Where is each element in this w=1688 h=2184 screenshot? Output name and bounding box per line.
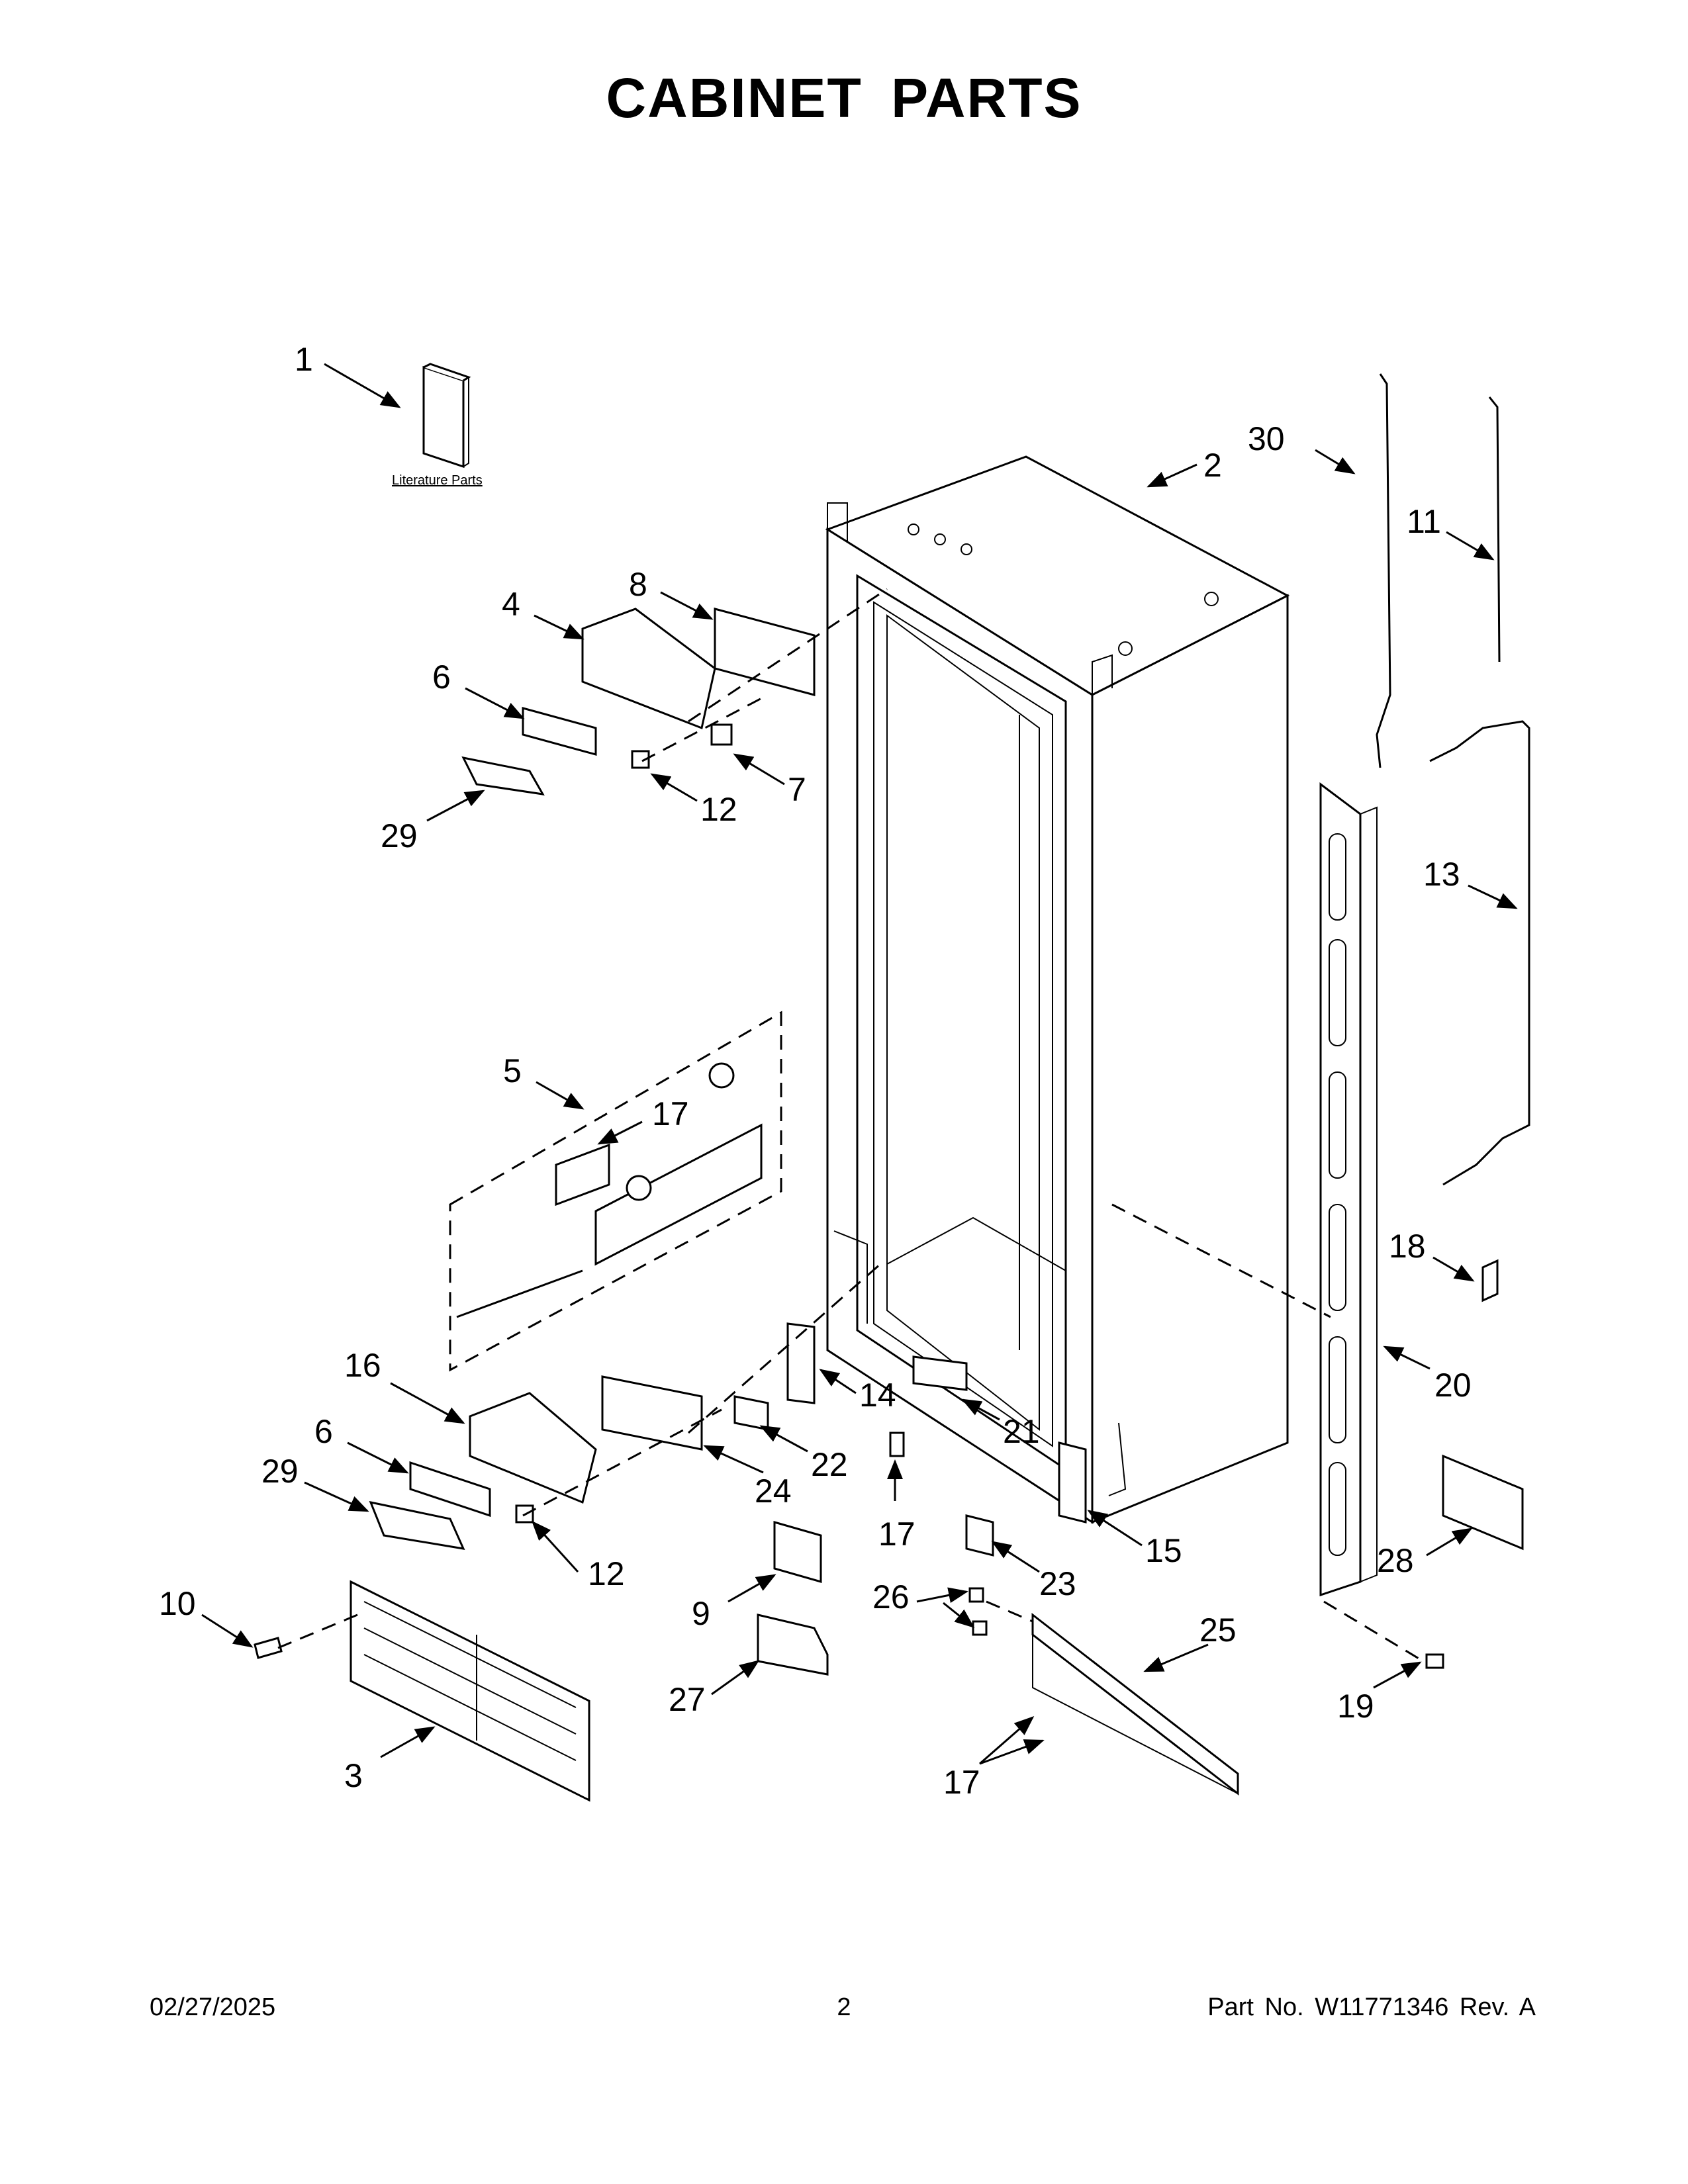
callout-29-upper: 29 xyxy=(381,817,418,854)
tube-13 xyxy=(1429,720,1530,1186)
callout-numbers: 1 2 30 11 4 8 6 7 12 29 13 5 17 18 20 16… xyxy=(159,341,1472,1801)
callout-12-lower: 12 xyxy=(588,1555,625,1592)
callout-5: 5 xyxy=(503,1052,522,1089)
screw-19 xyxy=(1425,1653,1444,1669)
side-trim-20 xyxy=(1319,782,1378,1597)
page-title: CABINET PARTS xyxy=(606,67,1082,129)
callout-23: 23 xyxy=(1039,1565,1076,1602)
callout-16: 16 xyxy=(344,1347,381,1384)
callout-11: 11 xyxy=(1407,503,1441,540)
dashed-leaders xyxy=(277,588,1424,1662)
rod-11 xyxy=(1488,396,1501,662)
callout-18: 18 xyxy=(1389,1228,1426,1265)
callout-1: 1 xyxy=(295,341,313,378)
footer-part-number: Part No. W11771346 Rev. A xyxy=(1207,1993,1536,2021)
callout-14: 14 xyxy=(859,1377,896,1414)
callout-13: 13 xyxy=(1423,856,1460,893)
hinge-kit-5 xyxy=(449,1011,782,1372)
callout-19: 19 xyxy=(1337,1688,1374,1725)
literature-parts-booklet xyxy=(422,363,471,469)
screw-26-a xyxy=(968,1587,984,1603)
callout-15: 15 xyxy=(1145,1532,1182,1569)
footer-page-number: 2 xyxy=(837,1993,851,2021)
switch-9 xyxy=(773,1521,822,1583)
bracket-18 xyxy=(1481,1259,1499,1302)
callout-26: 26 xyxy=(872,1578,910,1615)
rod-30 xyxy=(1376,373,1391,768)
callout-17-panel: 17 xyxy=(943,1764,980,1801)
callout-3: 3 xyxy=(344,1757,363,1794)
callout-27: 27 xyxy=(669,1681,706,1718)
callout-21: 21 xyxy=(1003,1413,1040,1450)
upper-hinge-assembly xyxy=(461,608,816,796)
screw-10 xyxy=(254,1637,283,1659)
callout-4: 4 xyxy=(502,586,520,623)
callout-25: 25 xyxy=(1199,1612,1237,1649)
footer-date: 02/27/2025 xyxy=(150,1993,276,2021)
callout-8: 8 xyxy=(629,566,647,603)
callout-6-lower: 6 xyxy=(314,1413,333,1450)
screw-17-a xyxy=(889,1432,905,1457)
switch-21 xyxy=(912,1355,968,1391)
bracket-15 xyxy=(1058,1441,1087,1524)
callout-17-kit: 17 xyxy=(652,1095,689,1132)
callout-30: 30 xyxy=(1248,420,1285,457)
bracket-14 xyxy=(786,1322,816,1404)
callout-17-bracket: 17 xyxy=(878,1516,915,1553)
callout-20: 20 xyxy=(1434,1367,1472,1404)
callout-6-upper: 6 xyxy=(432,659,451,696)
panel-25 xyxy=(1031,1612,1239,1796)
callout-22: 22 xyxy=(811,1446,848,1483)
screw-26-b xyxy=(972,1620,988,1636)
bracket-28 xyxy=(1442,1454,1524,1551)
callout-7: 7 xyxy=(788,771,806,808)
callout-arrows xyxy=(201,363,1518,1765)
callout-2: 2 xyxy=(1203,447,1222,484)
callout-29-lower: 29 xyxy=(261,1453,299,1490)
module-27 xyxy=(757,1614,829,1676)
callout-10: 10 xyxy=(159,1585,196,1622)
grille-3 xyxy=(350,1580,590,1802)
cabinet-shell xyxy=(825,455,1290,1524)
callout-24: 24 xyxy=(755,1473,792,1510)
plate-22 xyxy=(733,1395,769,1431)
callout-28: 28 xyxy=(1377,1542,1414,1579)
literature-parts-label: Literature Parts xyxy=(392,473,483,488)
callout-9: 9 xyxy=(692,1595,710,1632)
callout-12-upper: 12 xyxy=(700,791,737,828)
plate-23 xyxy=(965,1514,994,1557)
lower-hinge-assembly xyxy=(369,1375,703,1550)
